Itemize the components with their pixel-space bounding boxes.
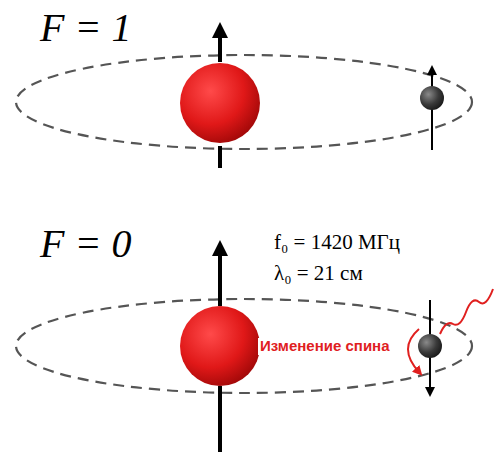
orbit: [16, 299, 472, 393]
state-label: F = 1: [40, 6, 131, 50]
proton: [180, 306, 260, 386]
proton-spin-tail: [218, 146, 222, 168]
orbit: [16, 55, 472, 149]
state-f0: [16, 248, 493, 452]
proton-spin-arrow: [218, 248, 222, 306]
transition-value: λ₀ = 21 см: [274, 262, 363, 285]
transition-value: f₀ = 1420 МГц: [274, 231, 400, 254]
proton: [180, 63, 260, 143]
state-f1: [16, 30, 472, 168]
annotation: Изменение спина: [258, 338, 392, 355]
spin-flip-arrow: [408, 329, 419, 372]
electron: [418, 334, 442, 358]
proton-spin-arrow: [218, 30, 222, 62]
proton-spin-tail: [218, 386, 222, 452]
state-label: F = 0: [40, 222, 131, 266]
photon-wave: [440, 289, 493, 334]
electron: [420, 86, 444, 110]
